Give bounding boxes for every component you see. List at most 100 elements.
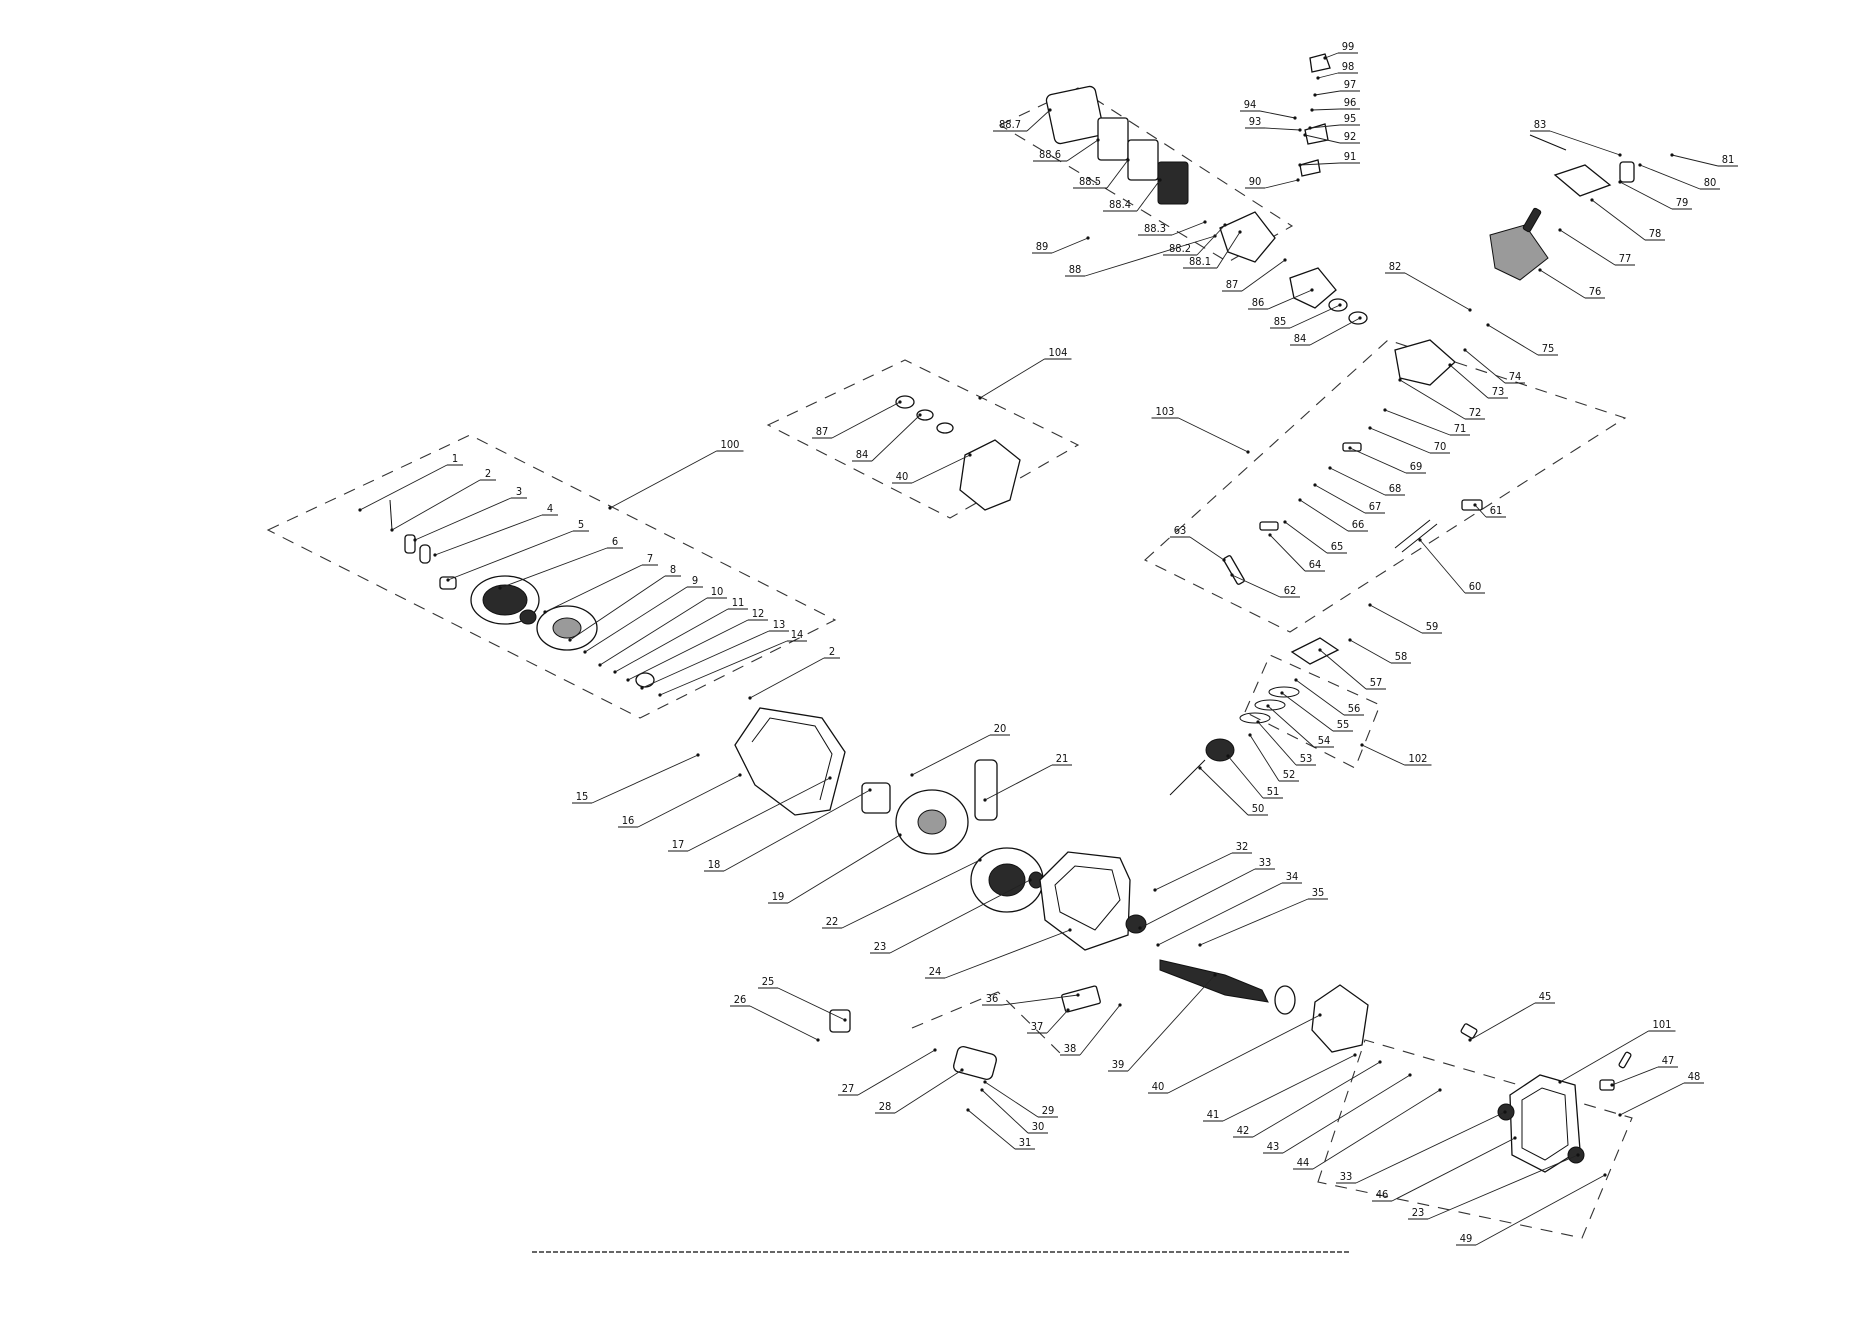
part-glyphs: [389, 53, 1635, 1173]
flywheel-center: [917, 809, 947, 835]
leader-dot-c39: [1213, 973, 1217, 977]
leader-line-c80: [1639, 164, 1701, 190]
leader-dot-c19: [898, 833, 902, 837]
callout-label-c74: 74: [1509, 370, 1522, 383]
leader-dot-c46: [1513, 1136, 1517, 1140]
leader-line-c35: [1199, 898, 1309, 946]
carburetor: [1289, 267, 1337, 309]
callout-label-c12: 12: [752, 607, 765, 620]
callout-label-c54: 54: [1318, 734, 1331, 747]
callout-label-c5: 5: [578, 518, 584, 531]
callout-label-c8: 8: [670, 563, 676, 576]
oil-dipstick: [1618, 1051, 1632, 1069]
callout-label-c96: 96: [1344, 96, 1357, 109]
leader-line-c53: [1257, 721, 1297, 766]
starter-grip: [419, 544, 431, 564]
leader-line-c12: [627, 619, 749, 681]
exhaust-gasket-large: [959, 439, 1021, 511]
leader-dot-c57: [1318, 648, 1322, 652]
leader-line-c87b: [831, 401, 901, 439]
leader-line-c69: [1349, 447, 1407, 474]
callout-label-c21: 21: [1056, 752, 1069, 765]
leader-line-c26: [749, 1005, 819, 1041]
leader-dot-c24: [1068, 928, 1072, 932]
callout-label-c39: 39: [1112, 1058, 1125, 1071]
leader-dot-c5: [446, 578, 450, 582]
leader-dot-c62: [1230, 573, 1234, 577]
leader-dot-c13: [640, 686, 644, 690]
leader-dot-c15: [696, 753, 700, 757]
callout-label-c883: 88.3: [1144, 222, 1166, 235]
leader-dot-c72: [1398, 378, 1402, 382]
oil-level-sensor: [1599, 1079, 1615, 1091]
main-bearing: [1125, 914, 1147, 934]
leader-line-c1: [359, 464, 448, 511]
leader-line-c885: [1106, 159, 1129, 189]
spark-plug: [1522, 207, 1542, 233]
callout-label-c73: 73: [1492, 385, 1505, 398]
spark-plug-cap: [1619, 161, 1635, 183]
leader-line-c44: [1312, 1089, 1441, 1170]
starter-pulley-hub: [552, 617, 582, 639]
leader-line-c28: [894, 1069, 963, 1114]
callout-label-c33: 33: [1259, 856, 1272, 869]
callout-label-c47: 47: [1662, 1054, 1675, 1067]
leader-dot-c76: [1538, 268, 1542, 272]
leader-line-c61: [1474, 504, 1487, 518]
leader-line-c76: [1539, 269, 1586, 299]
leader-line-c37: [1046, 1009, 1069, 1034]
side-cover-detail: [1521, 1087, 1569, 1161]
crankcase: [1039, 851, 1131, 951]
leader-dot-c60: [1418, 538, 1422, 542]
callout-label-c14: 14: [791, 628, 804, 641]
callout-label-c2: 2: [485, 467, 491, 480]
callout-label-c86: 86: [1252, 296, 1265, 309]
leader-line-c85: [1289, 304, 1341, 329]
leader-dot-c77: [1558, 228, 1562, 232]
callout-label-c92: 92: [1344, 130, 1357, 143]
callout-label-c95: 95: [1344, 112, 1357, 125]
leader-line-c57: [1319, 649, 1367, 690]
callout-label-c32: 32: [1236, 840, 1249, 853]
leader-dot-c52: [1248, 733, 1252, 737]
exhaust-gasket-small-2: [916, 409, 934, 421]
leader-line-c101: [1559, 1030, 1649, 1083]
leader-line-c25: [777, 987, 846, 1021]
leader-line-c75: [1487, 324, 1539, 356]
callout-label-c35: 35: [1312, 886, 1325, 899]
leader-line-c47: [1611, 1066, 1659, 1086]
leader-dot-c47: [1610, 1083, 1614, 1087]
leader-dot-c51: [1226, 754, 1230, 758]
callout-label-c9: 9: [692, 574, 698, 587]
callout-label-c84: 84: [1294, 332, 1307, 345]
callout-label-c80: 80: [1704, 176, 1717, 189]
starter-guide: [439, 576, 457, 590]
callout-label-c51: 51: [1267, 785, 1280, 798]
push-rod-2: [1401, 523, 1438, 553]
leader-line-c6: [499, 547, 608, 589]
leader-dot-c7: [543, 610, 547, 614]
leader-dot-c79: [1618, 180, 1622, 184]
callout-label-c7: 7: [647, 552, 653, 565]
leader-dot-c55: [1280, 691, 1284, 695]
leader-dot-c64: [1268, 533, 1272, 537]
leader-line-c13: [641, 630, 770, 689]
leader-lines: [358, 52, 1719, 1246]
group-outline-starter: [911, 991, 1063, 1056]
callout-label-c10: 10: [711, 585, 724, 598]
callout-label-c23b: 23: [1412, 1206, 1425, 1219]
callout-label-c71: 71: [1454, 422, 1467, 435]
callout-label-c31: 31: [1019, 1136, 1032, 1149]
leader-dot-c63: [1222, 558, 1226, 562]
leader-line-c87: [1241, 259, 1286, 292]
leader-line-c60: [1419, 539, 1466, 594]
callout-label-c40b: 40: [896, 470, 909, 483]
callout-label-c38: 38: [1064, 1042, 1077, 1055]
callout-label-c25: 25: [762, 975, 775, 988]
air-filter-cover: [1045, 85, 1105, 145]
callout-labels: 1234567891011121314215161718192021222324…: [447, 40, 1738, 1246]
leader-dot-c87: [1283, 258, 1287, 262]
assembly-group-outlines: [266, 87, 1633, 1239]
leader-line-c100: [609, 450, 717, 509]
group-outline-100: [266, 434, 837, 719]
